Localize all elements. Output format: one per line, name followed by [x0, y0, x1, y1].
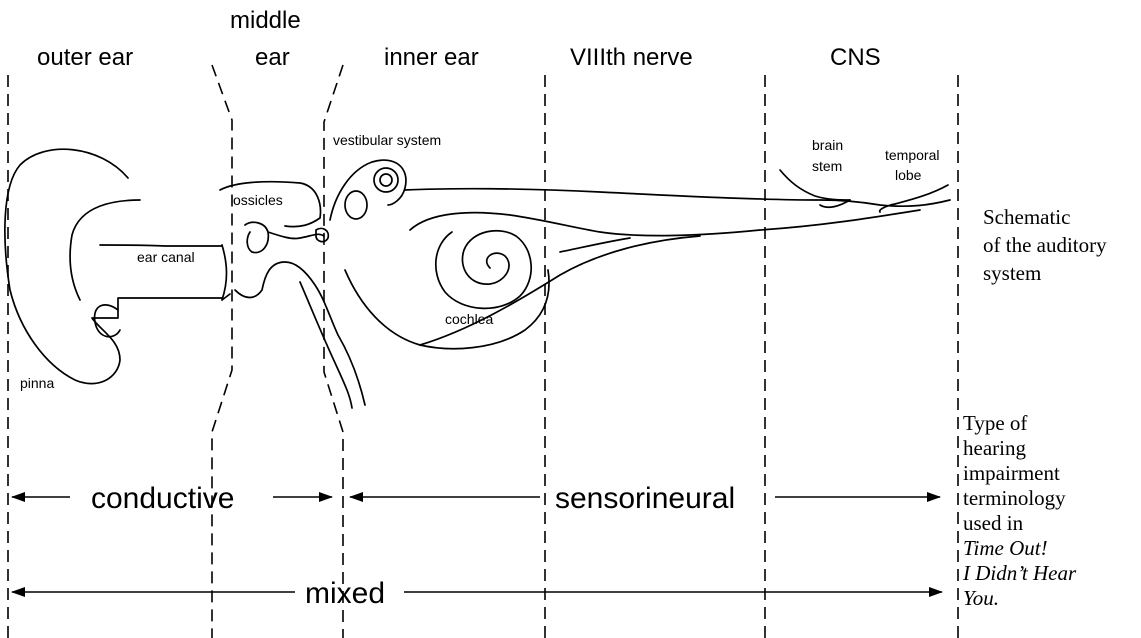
- type-line-3: impairment: [963, 461, 1060, 485]
- side-note-impairment-type: Type of hearing impairment terminology u…: [962, 411, 1077, 610]
- title-line-1: Time Out!: [963, 536, 1048, 560]
- brain-stem-curve: [780, 170, 850, 200]
- label-ossicles: ossicles: [233, 192, 283, 208]
- type-line-2: hearing: [963, 436, 1026, 460]
- vestibule-body: [405, 189, 950, 207]
- cochlea-spiral: [436, 231, 531, 309]
- cochlea-outline: [345, 270, 549, 349]
- type-line-5: used in: [963, 511, 1024, 535]
- ear-anatomy-drawing: [5, 149, 950, 408]
- type-line-1: Type of: [963, 411, 1027, 435]
- label-sensorineural: sensorineural: [555, 482, 735, 515]
- label-vestibular-system: vestibular system: [333, 132, 441, 148]
- schematic-line-2: of the auditory: [983, 233, 1107, 257]
- region-label-inner-ear: inner ear: [384, 44, 479, 71]
- ossicle-malleus: [245, 222, 268, 252]
- pinna-inner-fold: [95, 305, 120, 337]
- region-label-outer-ear: outer ear: [37, 44, 133, 71]
- pinna-helix: [70, 200, 140, 300]
- eardrum: [222, 245, 227, 300]
- title-line-3: You.: [963, 586, 999, 610]
- region-label-cns: CNS: [830, 44, 881, 71]
- label-temporal-lobe-line2: lobe: [895, 167, 922, 183]
- vestibular-canal-inner: [380, 174, 392, 186]
- side-note-schematic: Schematic of the auditory system: [983, 205, 1107, 285]
- label-brain-stem-line1: brain: [812, 137, 843, 153]
- divider-outer-middle: [212, 65, 232, 638]
- label-conductive: conductive: [91, 482, 234, 515]
- label-brain-stem-line2: stem: [812, 158, 842, 174]
- vestibular-loop-outer: [330, 160, 406, 220]
- label-cochlea: cochlea: [445, 311, 493, 327]
- vestibular-canal-top: [374, 168, 398, 192]
- label-pinna: pinna: [20, 375, 54, 391]
- label-ear-canal: ear canal: [137, 249, 195, 265]
- schematic-line-1: Schematic: [983, 205, 1070, 229]
- label-mixed: mixed: [305, 577, 385, 610]
- schematic-line-3: system: [983, 261, 1041, 285]
- label-temporal-lobe-line1: temporal: [885, 147, 939, 163]
- divider-middle-inner: [324, 65, 343, 638]
- temporal-lobe-curve: [880, 185, 948, 212]
- vestibular-canal-left: [345, 191, 367, 219]
- pinna-outline: [5, 149, 222, 383]
- region-label-middle-ear-line1: middle: [230, 7, 301, 34]
- title-line-2: I Didn’t Hear: [962, 561, 1077, 585]
- region-label-middle-ear-line2: ear: [255, 44, 290, 71]
- ear-canal-top: [100, 245, 222, 246]
- type-line-4: terminology: [963, 486, 1066, 510]
- region-label-viiith-nerve: VIIIth nerve: [570, 44, 693, 71]
